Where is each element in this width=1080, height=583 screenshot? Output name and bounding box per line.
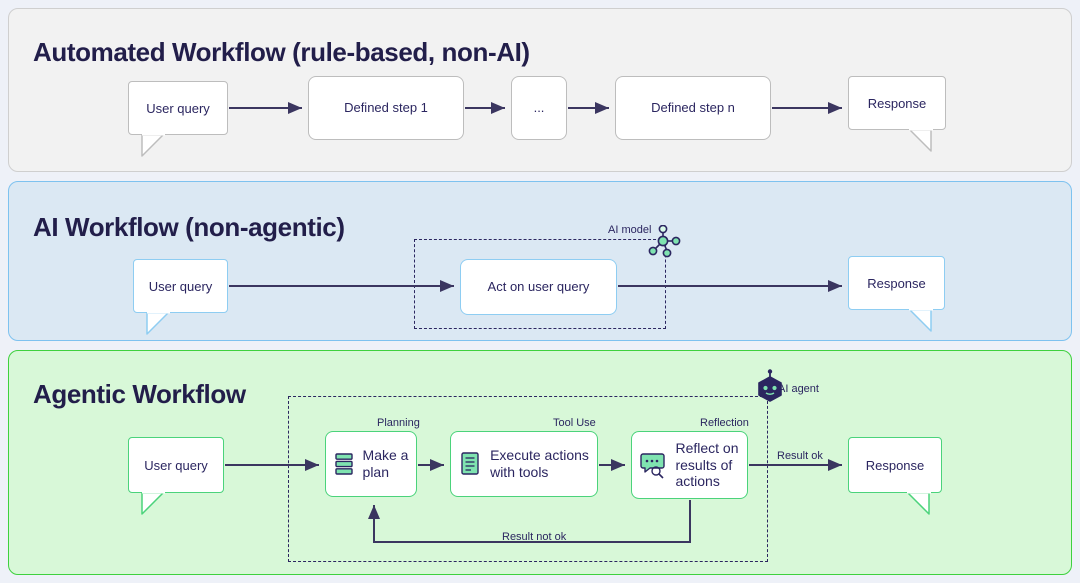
agentic-caption-tool-use: Tool Use (553, 417, 596, 429)
automated-user-query-label: User query (146, 100, 210, 116)
agentic-reflect-label: Reflect on results of actions (675, 439, 739, 490)
bubble-tail-icon (909, 127, 933, 152)
agentic-make-a-plan-label: Make a plan (362, 447, 409, 480)
document-list-icon (461, 452, 479, 475)
ai-user-query-bubble: User query (133, 259, 228, 335)
automated-ellipsis-step: ... (511, 76, 567, 140)
bubble-tail-icon (909, 307, 933, 332)
panel-title-ai-workflow: AI Workflow (non-agentic) (33, 212, 345, 242)
ai-model-group-boundary (414, 239, 666, 329)
agentic-response-bubble: Response (848, 437, 942, 515)
ai-agent-group-label: AI agent (778, 383, 819, 395)
automated-ellipsis-label: ... (533, 99, 545, 115)
automated-defined-step-n: Defined step n (615, 76, 771, 140)
bubble-tail-icon (146, 310, 170, 335)
bubble-tail-icon (141, 490, 165, 515)
layers-icon (334, 453, 353, 475)
agentic-execute-actions-box: Execute actions with tools (450, 431, 598, 497)
automated-defined-step-1-label: Defined step 1 (344, 99, 428, 115)
agentic-user-query-bubble: User query (128, 437, 224, 515)
automated-defined-step-1: Defined step 1 (308, 76, 464, 140)
bubble-tail-icon (907, 490, 931, 515)
agentic-caption-planning: Planning (377, 417, 420, 429)
ai-response-bubble: Response (848, 256, 945, 332)
panel-title-automated: Automated Workflow (rule-based, non-AI) (33, 37, 530, 67)
automated-response-label: Response (867, 95, 927, 111)
ai-agent-group-boundary (288, 396, 768, 562)
agentic-user-query-label: User query (144, 457, 208, 473)
agentic-edge-label-result-ok: Result ok (772, 450, 828, 462)
ai-agent-robot-icon (758, 369, 782, 402)
agentic-reflect-box: Reflect on results of actions (631, 431, 748, 499)
automated-response-bubble: Response (848, 76, 946, 152)
ai-act-on-user-query-box: Act on user query (460, 259, 617, 315)
automated-user-query-bubble: User query (128, 81, 228, 157)
ai-user-query-label: User query (148, 278, 213, 294)
agentic-edge-label-result-not-ok: Result not ok (497, 531, 572, 543)
automated-defined-step-n-label: Defined step n (651, 99, 735, 115)
speech-bubble-search-icon (640, 453, 666, 479)
panel-title-agentic: Agentic Workflow (33, 379, 246, 409)
agentic-response-label: Response (865, 457, 925, 473)
ai-model-node-graph-icon (648, 225, 681, 258)
ai-act-on-user-query-label: Act on user query (487, 278, 590, 294)
agentic-make-a-plan-box: Make a plan (325, 431, 417, 497)
bubble-tail-icon (141, 132, 165, 157)
ai-model-group-label: AI model (608, 224, 652, 236)
agentic-execute-actions-label: Execute actions with tools (490, 447, 589, 480)
agentic-caption-reflection: Reflection (700, 417, 749, 429)
ai-response-label: Response (867, 275, 926, 291)
